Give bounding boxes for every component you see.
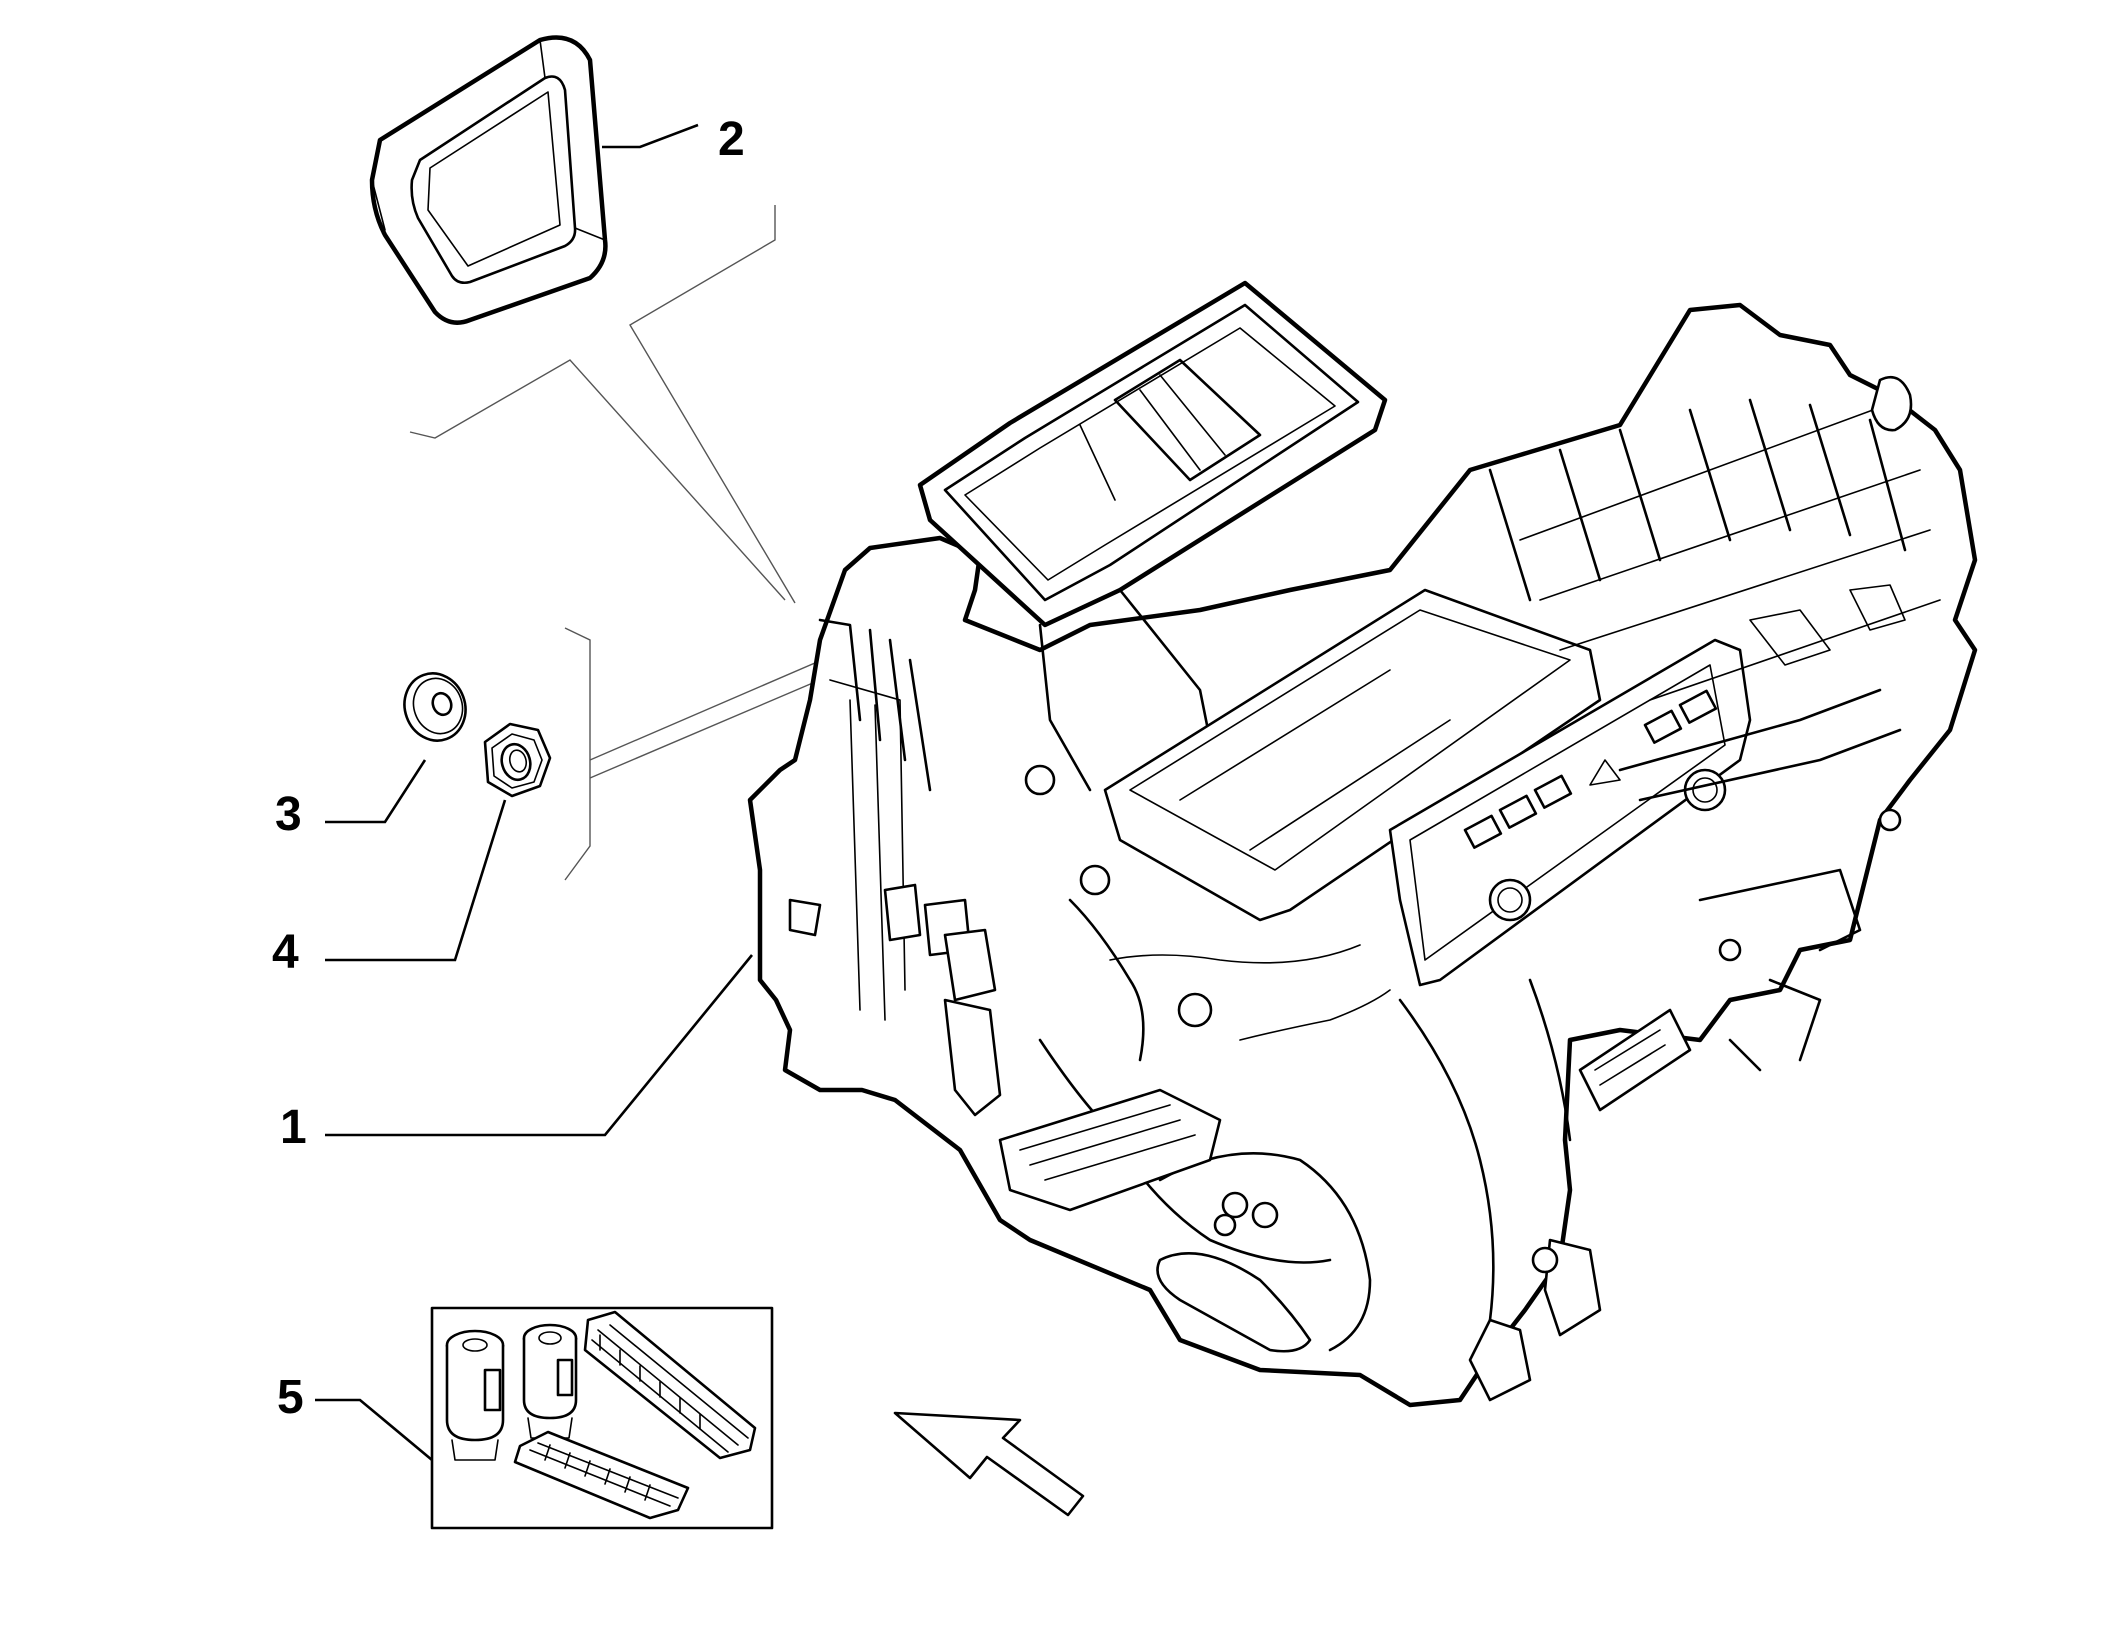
hex-nut-part [483,722,552,798]
washer-part [403,672,467,742]
hvac-unit-part [747,280,1978,1408]
callout-label-5: 5 [277,1371,304,1424]
callout-label-3: 3 [275,788,302,841]
service-kit-part [430,1306,774,1530]
seal-guide-lines [409,205,796,604]
callout-label-1: 1 [280,1101,307,1154]
leader-lines [315,123,754,1461]
callout-label-2: 2 [718,113,745,166]
view-direction-arrow [893,1411,1085,1517]
gasket-seal-part [369,35,608,325]
callout-label-4: 4 [272,926,299,979]
